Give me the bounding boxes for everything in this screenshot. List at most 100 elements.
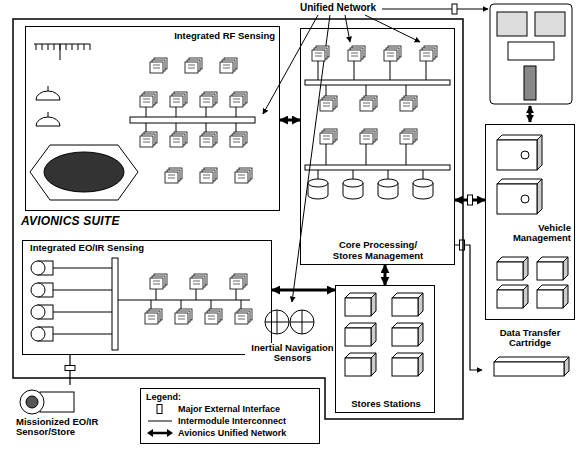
- legend-box: Legend:Major External InterfaceIntermodu…: [140, 388, 320, 444]
- module-detail: [238, 175, 245, 178]
- processor-module: [348, 50, 361, 61]
- module-detail: [233, 281, 240, 284]
- node-title: Core Processing/ Stores Management: [323, 240, 433, 261]
- eoir-bus: [112, 258, 118, 350]
- network-label: Unified Network: [296, 2, 380, 13]
- node-title: Inertial Navigation Sensors: [245, 343, 340, 364]
- module-detail: [233, 99, 240, 102]
- data-cartridge: [494, 362, 564, 376]
- radar-aperture: [44, 152, 124, 192]
- module-detail: [387, 53, 394, 56]
- module-interconnect: [146, 107, 147, 117]
- rf-bus: [130, 117, 255, 123]
- node-title: Missionized EO/IR Sensor/Store: [15, 417, 130, 438]
- module-interconnect: [326, 144, 327, 165]
- processor-module: [400, 133, 413, 144]
- external-interface: [468, 195, 473, 205]
- module-detail: [203, 99, 210, 102]
- region: Data Transfer Cartridge: [482, 328, 578, 398]
- legend-sample: [146, 416, 174, 426]
- region: Inertial Navigation Sensors: [245, 305, 340, 377]
- cockpit-link: [382, 9, 488, 10]
- vehicle-unit: [497, 290, 523, 308]
- module-box: Integrated RF Sensing: [25, 26, 280, 211]
- legend-heading: Legend:: [146, 391, 314, 403]
- module-detail: [203, 175, 210, 178]
- processor-module: [200, 96, 213, 107]
- data-cartridge: [494, 357, 569, 362]
- antenna-element: [48, 44, 49, 50]
- module-detail: [363, 136, 370, 139]
- eoir-sensor: [31, 305, 45, 319]
- core-bus: [305, 165, 450, 170]
- store-station: [418, 293, 423, 316]
- vehicle-computer: [537, 179, 542, 214]
- antenna-element: [36, 44, 37, 50]
- node-title: Integrated EO/IR Sensing: [29, 243, 179, 253]
- module-detail: [173, 139, 180, 142]
- module-detail: [193, 281, 200, 284]
- processor-module: [140, 136, 153, 147]
- processor-module: [175, 313, 188, 324]
- vehicle-unit: [537, 290, 563, 308]
- store-station: [371, 323, 376, 346]
- storage-disk: [343, 179, 363, 187]
- legend-row: Major External Interface: [146, 403, 314, 415]
- module-detail: [363, 103, 370, 106]
- module-detail: [323, 136, 330, 139]
- processor-module: [400, 100, 413, 111]
- sphere-meridian: [265, 310, 314, 334]
- module-interconnect: [426, 61, 427, 80]
- module-interconnect: [354, 61, 355, 80]
- data-cartridge: [564, 357, 569, 376]
- region: AVIONICS SUITEIntegrated RF SensingCore …: [12, 18, 464, 420]
- radar-array: [30, 145, 138, 200]
- node-title: Integrated RF Sensing: [126, 31, 276, 41]
- vehicle-unit: [537, 262, 563, 280]
- eoir-sensor: [31, 327, 45, 341]
- vehicle-unit: [523, 285, 528, 308]
- module-detail: [143, 139, 150, 142]
- vehicle-unit: [497, 262, 523, 280]
- module-detail: [423, 53, 430, 56]
- processor-module: [165, 172, 178, 183]
- processor-module: [320, 100, 333, 111]
- legend-sample: [146, 404, 174, 414]
- cockpit-vehicle-link: [529, 106, 532, 122]
- sensor-lens: [20, 390, 44, 414]
- interface-sample: [157, 405, 162, 414]
- network-sample: [152, 432, 168, 435]
- legend-sample: [146, 428, 174, 438]
- store-station: [392, 298, 418, 316]
- control-knob: [521, 151, 529, 159]
- processor-module: [420, 50, 433, 61]
- module-box: Vehicle Management: [485, 124, 575, 320]
- module-detail: [403, 136, 410, 139]
- module-detail: [173, 99, 180, 102]
- connector: [272, 289, 335, 292]
- eoir-wiring: [53, 268, 250, 334]
- store-station: [345, 358, 371, 376]
- processor-module: [312, 50, 325, 61]
- suite-outline: [13, 19, 463, 419]
- module-interconnect: [196, 289, 197, 300]
- sensor-lens: [26, 396, 38, 408]
- vehicle-computer: [497, 179, 542, 184]
- antenna-element: [78, 44, 79, 50]
- antenna-element: [84, 44, 85, 50]
- processor-module: [235, 172, 248, 183]
- module-interconnect: [366, 144, 367, 165]
- processor-module: [205, 313, 218, 324]
- processor-module: [230, 136, 243, 147]
- processor-module: [150, 62, 163, 73]
- module-interconnect: [236, 289, 237, 300]
- store-station: [392, 358, 418, 376]
- module-interconnect: [390, 61, 391, 80]
- vehicle-unit: [563, 257, 568, 280]
- antenna-element: [90, 44, 91, 50]
- vehicle-computer: [497, 184, 537, 214]
- module-detail: [153, 281, 160, 284]
- vehicle-computer: [497, 140, 537, 170]
- control-knob: [521, 195, 529, 203]
- antenna-element: [72, 44, 73, 50]
